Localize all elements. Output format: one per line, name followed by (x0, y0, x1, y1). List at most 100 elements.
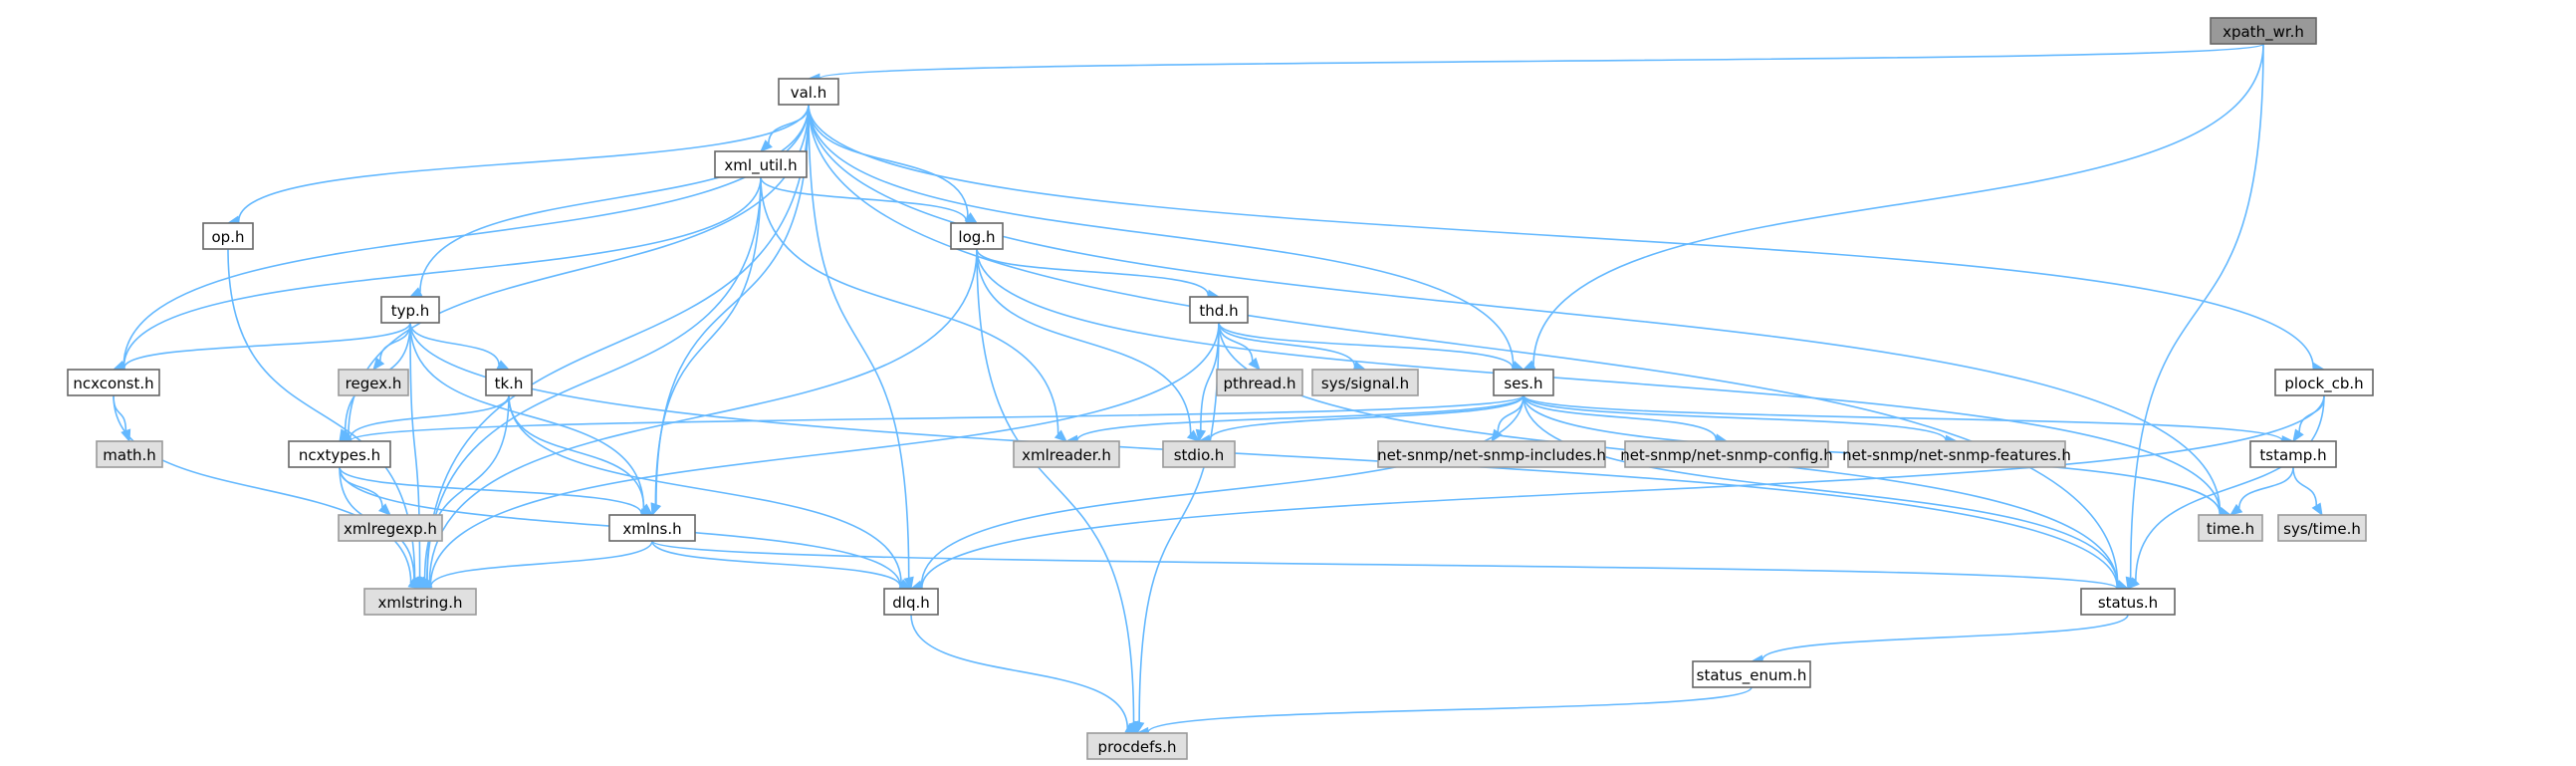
node-ncxtypes-h[interactable]: ncxtypes.h (288, 440, 391, 468)
node-label: pthread.h (1224, 375, 1296, 392)
edge-arrowhead (372, 357, 385, 372)
edge-arrowhead (1186, 429, 1200, 442)
edge-line (921, 394, 2325, 588)
node-box (2080, 588, 2176, 616)
node-ses-h[interactable]: ses.h (1493, 369, 1554, 396)
node-box (96, 440, 163, 468)
node-label: xmlns.h (622, 520, 681, 538)
edge-line (429, 540, 653, 588)
node-tstamp-h[interactable]: tstamp.h (2249, 440, 2337, 468)
node-log-h[interactable]: log.h (950, 222, 1004, 250)
edge-val-to-typ (408, 104, 810, 298)
edge-xmlns-to-status (651, 540, 2130, 594)
node-label: status_enum.h (1697, 666, 1807, 685)
node-xmlreader-h: xmlreader.h (1013, 440, 1120, 468)
edge-line (1218, 322, 1356, 367)
edge-arrowhead (1248, 357, 1261, 371)
node-box (363, 588, 477, 616)
edge-tstamp-to-time (2228, 466, 2294, 516)
edge-line (227, 248, 416, 580)
node-layer: xpath_wr.h val.h xml_util.h op.h log.h typ.h t… (67, 17, 2374, 760)
edge-line (760, 176, 968, 221)
edge-line (654, 176, 762, 505)
node-label: op.h (212, 228, 245, 246)
node-label: sys/time.h (2283, 520, 2361, 538)
node-op-h[interactable]: op.h (202, 222, 254, 250)
edge-line (1522, 394, 1947, 441)
edge-line (976, 248, 1192, 434)
edge-line (348, 104, 810, 435)
node-box (2198, 514, 2263, 542)
node-val-h[interactable]: val.h (778, 78, 839, 106)
edge-line (1076, 394, 1524, 441)
edge-status_enum-to-procdefs (1135, 686, 1753, 738)
edge-val-to-dlq (808, 104, 914, 591)
edge-ses-to-netfeat (1522, 394, 1959, 446)
node-xmlns-h[interactable]: xmlns.h (608, 514, 696, 542)
edge-plock_cb-to-status (2127, 394, 2325, 590)
node-label: regex.h (346, 375, 402, 392)
node-pthread-h: pthread.h (1216, 369, 1303, 396)
node-thd-h[interactable]: thd.h (1189, 296, 1249, 324)
edge-arrowhead (2311, 502, 2323, 517)
edge-line (976, 248, 2222, 513)
node-tk-h[interactable]: tk.h (485, 369, 533, 396)
edge-arrowhead (650, 502, 661, 517)
node-box (1692, 660, 1811, 688)
node-label: ncxconst.h (73, 375, 153, 392)
node-label: log.h (958, 228, 995, 246)
edge-log-to-procdefs (976, 248, 1139, 735)
node-status-enum-h[interactable]: status_enum.h (1692, 660, 1811, 688)
node-box (1377, 440, 1606, 468)
edge-line (349, 394, 510, 439)
node-label: sys/signal.h (1321, 375, 1409, 392)
node-typ-h[interactable]: typ.h (380, 296, 440, 324)
node-net-snmp-net-snmp-config-h: net-snmp/net-snmp-config.h (1620, 440, 1833, 468)
node-xml-util-h[interactable]: xml_util.h (714, 150, 808, 178)
node-label: xpath_wr.h (2223, 23, 2304, 42)
edge-line (920, 394, 1524, 586)
edge-line (1138, 322, 1220, 723)
node-label: tstamp.h (2259, 446, 2326, 464)
edge-log-to-time (976, 248, 2232, 518)
edge-line (426, 104, 810, 581)
edge-typ-to-ncxconst (112, 322, 411, 374)
edge-line (426, 176, 762, 581)
node-label: typ.h (391, 302, 430, 320)
node-label: thd.h (1199, 302, 1238, 320)
node-box (2277, 514, 2367, 542)
node-dlq-h[interactable]: dlq.h (883, 588, 939, 616)
edge-line (1761, 614, 2129, 660)
node-box (714, 150, 808, 178)
node-label: ses.h (1504, 375, 1542, 392)
edge-line (429, 322, 1220, 586)
edge-line (1218, 322, 1514, 369)
edge-plock_cb-to-tstamp (2292, 394, 2325, 443)
node-box (1311, 369, 1419, 396)
edge-arrowhead (378, 503, 391, 516)
node-time-h: time.h (2198, 514, 2263, 542)
node-label: xmlstring.h (378, 594, 463, 612)
node-plock-cb-h[interactable]: plock_cb.h (2274, 369, 2374, 396)
node-status-h[interactable]: status.h (2080, 588, 2176, 616)
node-stdio-h: stdio.h (1162, 440, 1236, 468)
edge-line (808, 104, 2314, 369)
node-regex-h: regex.h (338, 369, 409, 396)
node-box (202, 222, 254, 250)
edge-arrowhead (2228, 503, 2243, 516)
node-ncxconst-h[interactable]: ncxconst.h (67, 369, 160, 396)
edge-line (123, 322, 411, 369)
node-box (1189, 296, 1249, 324)
node-label: status.h (2098, 594, 2158, 612)
edge-tk-to-xmlns (508, 394, 654, 516)
node-label: xmlreader.h (1022, 446, 1111, 464)
edge-line (808, 104, 2119, 586)
node-label: time.h (2207, 520, 2254, 538)
edge-arrowhead (1054, 429, 1067, 442)
edge-arrowhead (1134, 720, 1145, 735)
edge-thd-to-ses (1218, 322, 1525, 374)
edge-line (808, 104, 969, 217)
node-box (485, 369, 533, 396)
node-label: net-snmp/net-snmp-config.h (1620, 446, 1833, 464)
edge-tk-to-xmlstring (419, 394, 510, 591)
